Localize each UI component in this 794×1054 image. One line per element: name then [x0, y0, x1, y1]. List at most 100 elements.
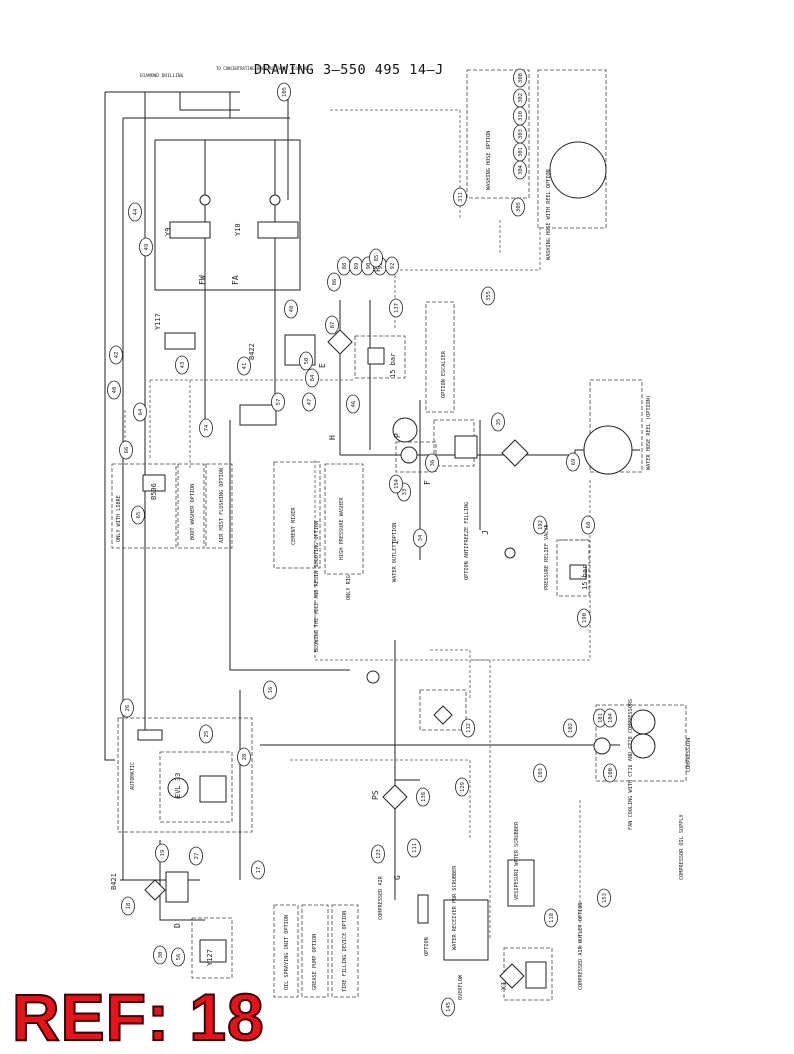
callout-84: 84 — [305, 368, 319, 388]
svg-text:41: 41 — [242, 363, 248, 370]
valve-label-y117: Y117 — [154, 313, 162, 330]
svg-text:50: 50 — [304, 358, 310, 365]
callout-88: 88 — [337, 256, 351, 276]
svg-text:89: 89 — [354, 263, 360, 270]
valve-label-b506: B506 — [150, 483, 158, 500]
callout-102: 102 — [563, 718, 577, 738]
box-label-water-hose-reel: WATER HOSE REEL (OPTION) — [646, 395, 652, 470]
svg-text:305: 305 — [516, 202, 522, 212]
svg-text:123: 123 — [376, 849, 382, 859]
svg-text:310: 310 — [518, 111, 524, 121]
callout-49: 49 — [139, 237, 153, 257]
svg-text:138: 138 — [421, 792, 427, 802]
callout-304: 304 — [513, 160, 527, 180]
callout-36: 36 — [425, 453, 439, 473]
callout-105: 105 — [277, 82, 291, 102]
box-label-washing-hose: WASHING HOSE OPTION — [486, 131, 492, 190]
box-label-compressed-air-outlet: COMPRESSED AIR OUTLET OPTION — [578, 903, 584, 990]
svg-text:49: 49 — [144, 244, 150, 251]
callout-301: 301 — [513, 142, 527, 162]
svg-text:74: 74 — [204, 424, 210, 431]
svg-text:69: 69 — [571, 459, 577, 466]
svg-text:104: 104 — [608, 712, 614, 723]
callout-43: 43 — [175, 355, 189, 375]
svg-text:66: 66 — [124, 447, 130, 454]
callout-35: 35 — [491, 412, 505, 432]
box-label-compressor-oil: COMPRESSOR OIL SUPPLY — [679, 814, 685, 880]
svg-text:42: 42 — [114, 352, 120, 359]
svg-text:112: 112 — [466, 723, 472, 733]
callout-154: 154 — [389, 474, 403, 494]
callout-300: 300 — [513, 68, 527, 88]
callout-56: 56 — [171, 947, 185, 967]
callout-310: 310 — [513, 106, 527, 126]
letter-label-0: E — [318, 363, 327, 368]
letter-label-1: F — [423, 480, 432, 485]
box-label-boot-washer: BOOT WASHER OPTION — [190, 484, 196, 540]
callout-28: 28 — [237, 747, 251, 767]
callout-85: 85 — [369, 248, 383, 268]
callout-66: 66 — [119, 440, 133, 460]
valve-label-b421: B421 — [110, 873, 118, 890]
callout-50: 50 — [299, 351, 313, 371]
svg-text:304: 304 — [518, 164, 524, 175]
svg-text:17: 17 — [256, 867, 262, 874]
callout-86: 86 — [327, 272, 341, 292]
callout-153: 153 — [597, 888, 611, 908]
svg-text:111: 111 — [412, 843, 418, 853]
box-label-high-pressure-washer: HIGH PRESSURE WASHER — [339, 497, 345, 560]
callout-311: 311 — [453, 187, 467, 207]
callout-41: 41 — [237, 356, 251, 376]
box-label-tire-filling: TIRE FILLING DEVICE OPTION — [342, 911, 348, 992]
svg-text:56: 56 — [176, 954, 182, 961]
letter-label-8: PS — [371, 790, 380, 800]
callout-103: 103 — [533, 763, 547, 783]
svg-text:33: 33 — [402, 489, 408, 496]
svg-text:100: 100 — [608, 768, 614, 778]
callout-74: 74 — [199, 418, 213, 438]
symbols — [137, 141, 656, 989]
callout-123: 123 — [371, 844, 385, 864]
svg-text:47: 47 — [307, 399, 313, 406]
callout-112: 112 — [461, 718, 475, 738]
callout-68: 68 — [581, 515, 595, 535]
callout-48: 48 — [284, 299, 298, 319]
svg-text:302: 302 — [518, 93, 524, 103]
letter-label-3: I — [391, 540, 400, 545]
svg-text:311: 311 — [458, 192, 464, 202]
callout-27: 27 — [189, 846, 203, 866]
box-label-water-receiver: WATER RECEIVER FOR SCRUBBER — [452, 865, 458, 950]
callout-69: 69 — [566, 452, 580, 472]
callout-64: 64 — [133, 402, 147, 422]
callout-192: 192 — [533, 515, 547, 535]
svg-text:300: 300 — [518, 73, 524, 83]
box-label-only-with-libre: ONLY WITH LIBRE — [116, 495, 122, 542]
svg-text:105: 105 — [282, 87, 288, 97]
svg-text:25: 25 — [204, 731, 210, 738]
svg-text:26: 26 — [125, 705, 131, 712]
callout-118: 118 — [544, 908, 558, 928]
callout-89: 89 — [349, 256, 363, 276]
svg-text:44: 44 — [133, 208, 139, 215]
callout-26: 26 — [120, 698, 134, 718]
box-label-water-outlet: WATER OUTLET OPTION — [392, 523, 398, 582]
letter-label-7: P — [393, 433, 402, 438]
svg-text:154: 154 — [394, 478, 400, 489]
box-label-oil-spraying: OIL SPRAYING UNIT OPTION — [284, 915, 290, 990]
callout-100: 100 — [603, 763, 617, 783]
valve-label-y10: Y10 — [234, 223, 242, 236]
callout-104: 104 — [603, 708, 617, 728]
box-label-grease-pump: GREASE PUMP OPTION — [312, 934, 318, 990]
svg-text:355: 355 — [486, 291, 492, 301]
letter-label-11: P — [373, 267, 382, 272]
valve-label-y127: Y127 — [206, 949, 214, 966]
svg-text:27: 27 — [194, 853, 200, 860]
svg-text:101: 101 — [598, 713, 604, 723]
callout-25: 25 — [199, 724, 213, 744]
pressure-label-1: 15 bar — [581, 565, 589, 590]
box-label-vesipesuri: VESIPESURI WATER SCRUBBER — [514, 821, 520, 900]
box-label-only-rig: ONLY RIG — [346, 575, 352, 600]
pressure-label-0: 15 bar — [389, 353, 397, 378]
svg-text:91: 91 — [378, 263, 384, 270]
